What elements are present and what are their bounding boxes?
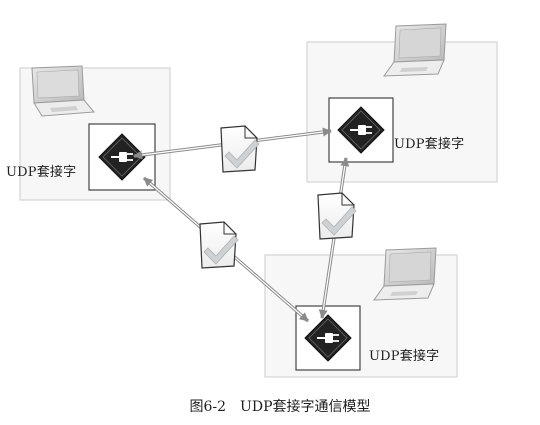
socket-diamond-icon [337,106,385,154]
socket-diamond-icon [304,314,352,362]
node-label-right: UDP套接字 [394,137,465,152]
socket-tile-right [328,97,394,163]
laptop-icon [31,65,96,117]
node-label-bottom: UDP套接字 [369,349,440,364]
laptop-icon [373,247,437,301]
socket-tile-bottom [295,305,361,371]
packet-check-icon [317,192,357,240]
figure-caption: 图6-2 UDP套接字通信模型 [189,399,371,415]
laptop-icon [383,23,447,77]
packet-check-icon [199,221,239,269]
packet-check-icon [220,125,260,173]
node-label-left: UDP套接字 [6,165,77,180]
